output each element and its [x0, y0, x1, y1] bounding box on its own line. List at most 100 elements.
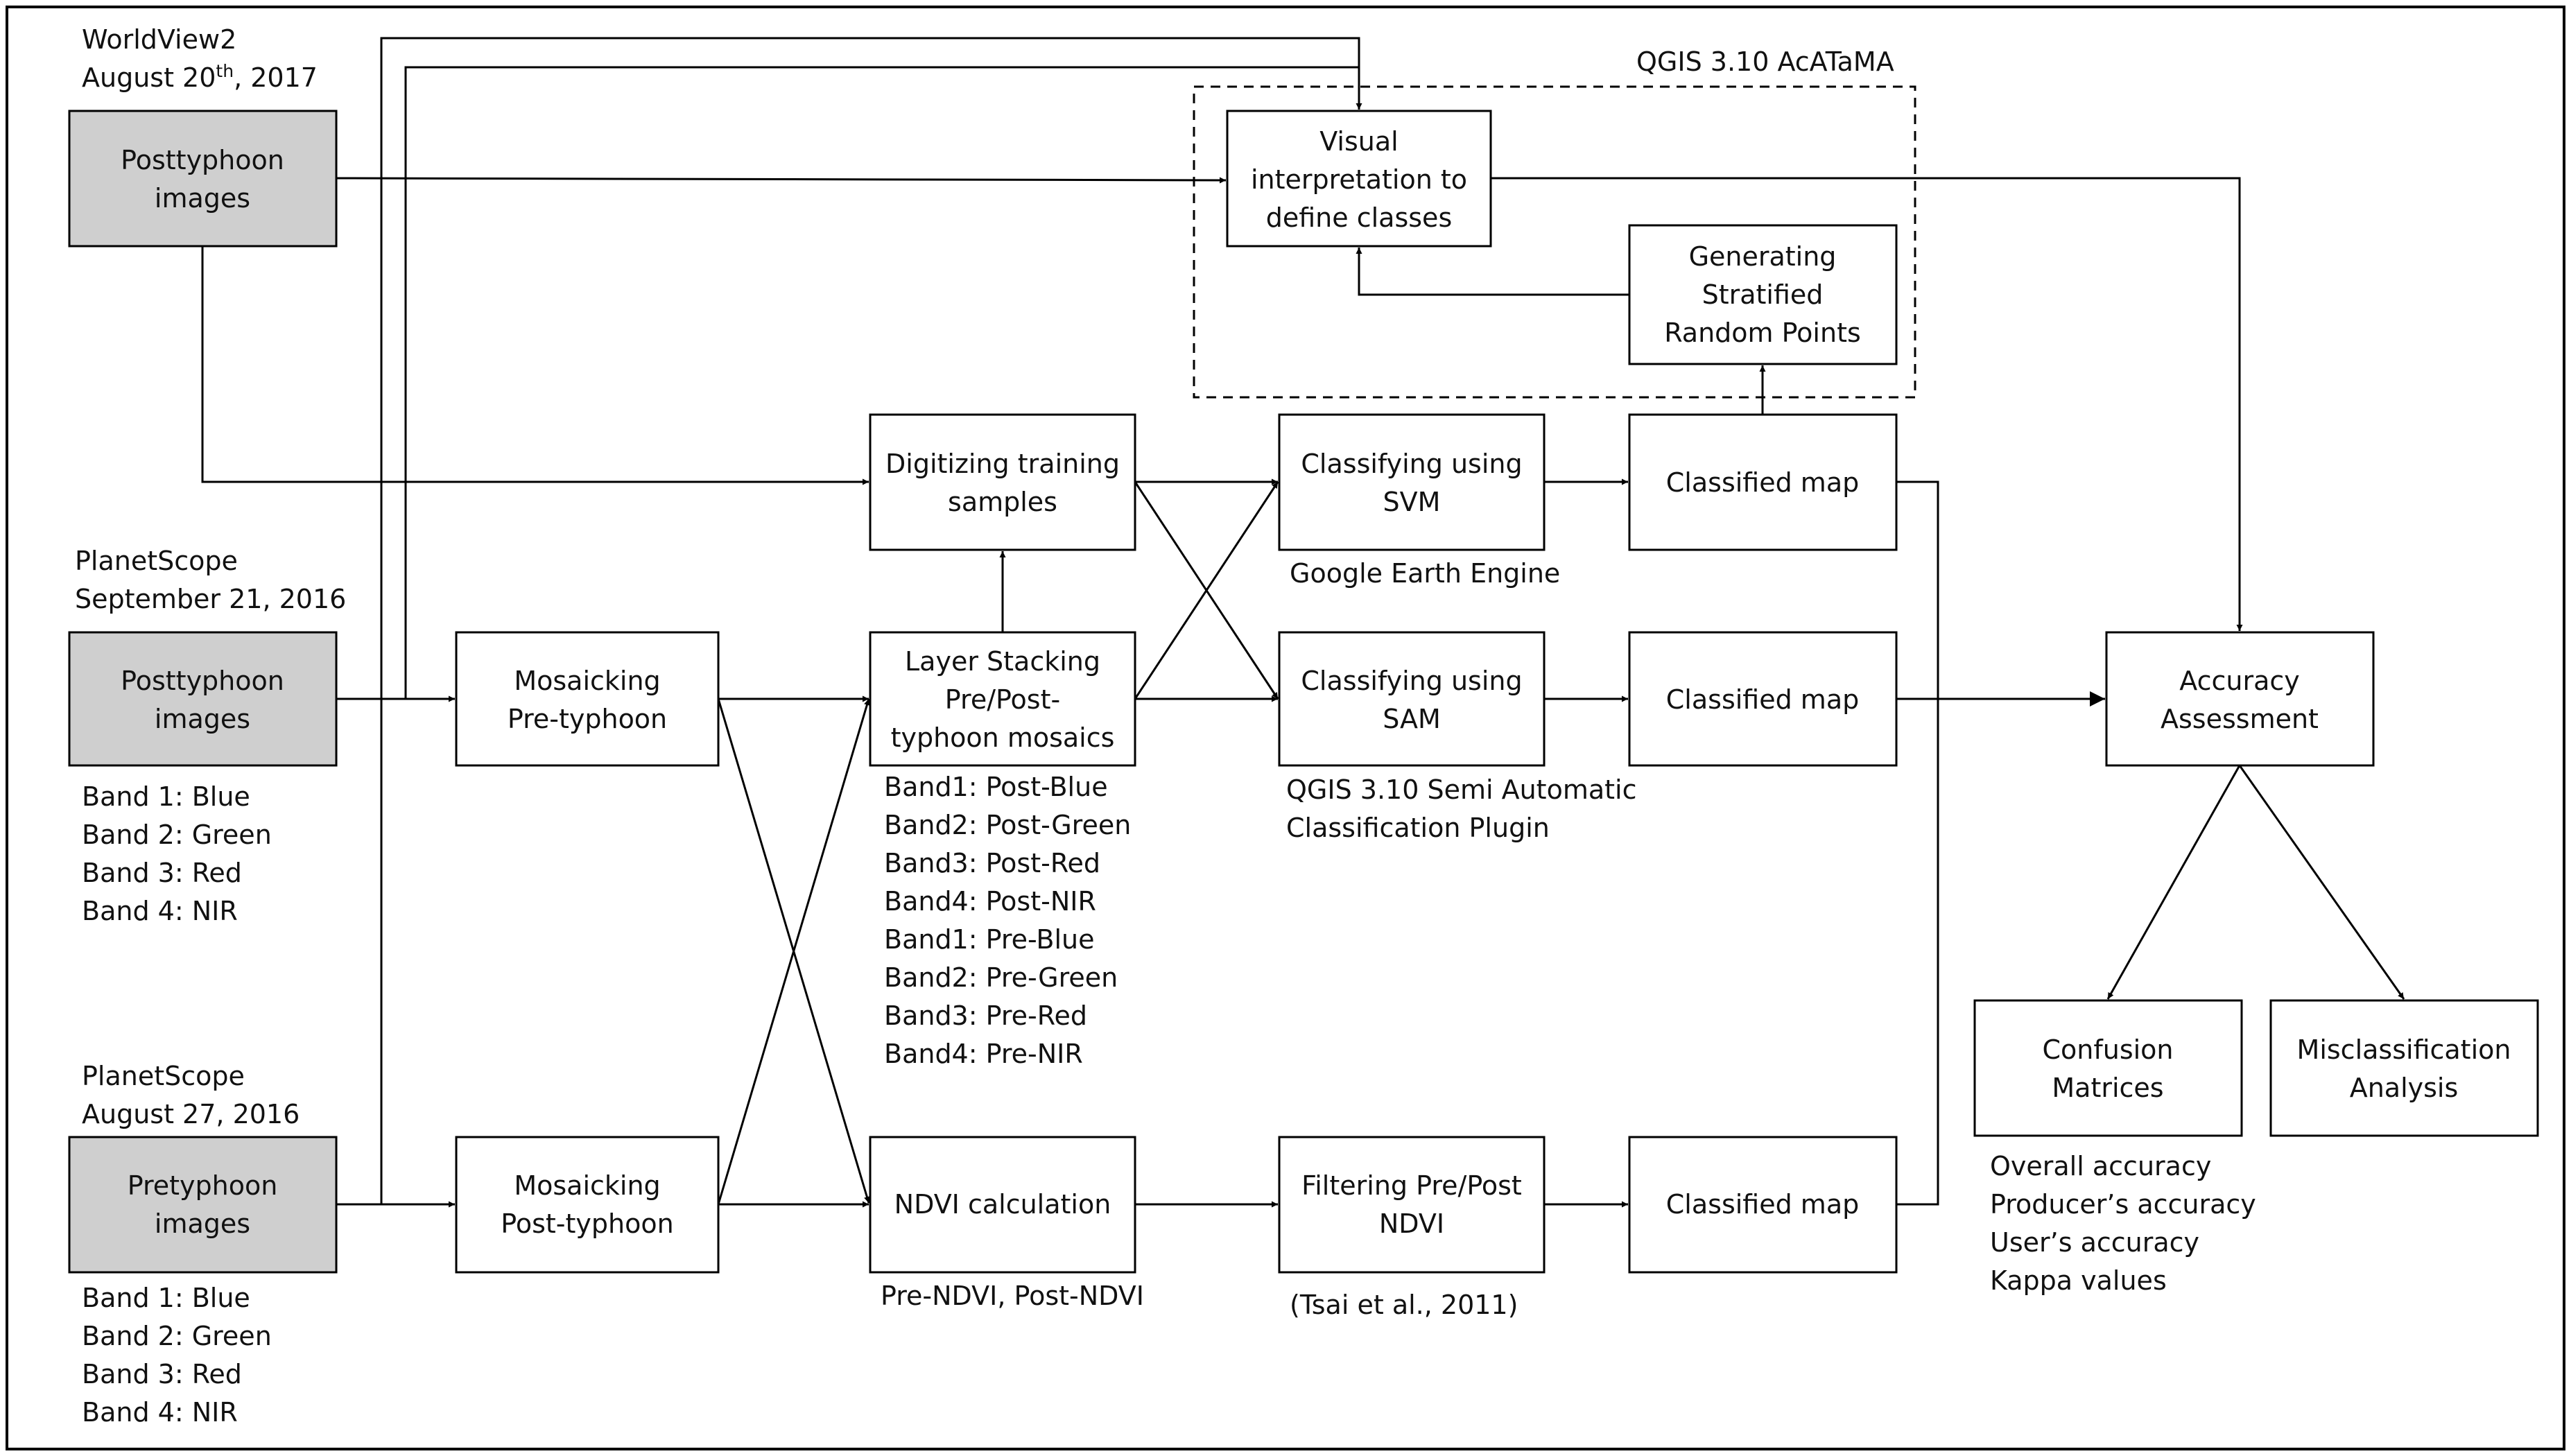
- svg-text:Mosaicking: Mosaicking: [514, 666, 660, 696]
- svg-text:Kappa values: Kappa values: [1990, 1265, 2167, 1296]
- svg-text:Band 1: Blue: Band 1: Blue: [82, 781, 250, 812]
- planet-sep-title: PlanetScope: [75, 546, 238, 576]
- svg-text:Generating: Generating: [1689, 241, 1837, 272]
- svg-text:Filtering Pre/Post: Filtering Pre/Post: [1301, 1170, 1522, 1201]
- svg-text:Band3: Post-Red: Band3: Post-Red: [884, 848, 1100, 878]
- svg-text:Assessment: Assessment: [2161, 704, 2319, 734]
- arrow-stack-to-svm: [1134, 481, 1279, 700]
- svg-text:define classes: define classes: [1266, 202, 1453, 233]
- arrow-visual-to-accuracy: [1491, 177, 2243, 631]
- worldview-title: WorldView2: [82, 24, 236, 55]
- filtering-box: Filtering Pre/Post NDVI: [1278, 1136, 1546, 1274]
- ndvi-outputs-label: Pre-NDVI, Post-NDVI: [881, 1281, 1144, 1311]
- classified-map-ndvi-box: Classified map: [1628, 1136, 1898, 1274]
- svg-text:images: images: [155, 183, 250, 214]
- svg-text:Layer Stacking: Layer Stacking: [905, 646, 1100, 677]
- accuracy-metrics-list: Overall accuracy Producer’s accuracy Use…: [1990, 1151, 2256, 1296]
- classified-map-sam-box: Classified map: [1628, 631, 1898, 767]
- svg-text:Classified map: Classified map: [1666, 684, 1859, 715]
- ndvi-box: NDVI calculation: [869, 1136, 1136, 1274]
- misclassification-box: Misclassification Analysis: [2269, 999, 2539, 1137]
- qgis-scp-label-line1: QGIS 3.10 Semi Automatic: [1286, 774, 1637, 805]
- svg-text:Band 2: Green: Band 2: Green: [82, 1321, 272, 1351]
- outer-frame: [6, 6, 2565, 1450]
- svg-text:User’s accuracy: User’s accuracy: [1990, 1227, 2199, 1258]
- svg-text:NDVI: NDVI: [1379, 1208, 1444, 1239]
- arrow-worldview-to-digitizing: [201, 246, 869, 485]
- classified-map-svm-box: Classified map: [1628, 413, 1898, 551]
- visual-interpretation-box: Visual interpretation to define classes: [1226, 110, 1492, 248]
- line-planet-post-to-visual: [336, 66, 1359, 700]
- svg-text:Posttyphoon: Posttyphoon: [121, 666, 284, 696]
- svg-text:Classified map: Classified map: [1666, 467, 1859, 498]
- confusion-matrices-box: Confusion Matrices: [1973, 999, 2243, 1137]
- svg-text:Producer’s accuracy: Producer’s accuracy: [1990, 1189, 2256, 1220]
- stratified-points-box: Generating Stratified Random Points: [1628, 224, 1898, 365]
- svg-text:Analysis: Analysis: [2350, 1073, 2459, 1103]
- svg-text:Band2: Pre-Green: Band2: Pre-Green: [884, 962, 1118, 993]
- svg-text:Band3: Pre-Red: Band3: Pre-Red: [884, 1000, 1087, 1031]
- line-map3-to-accuracy: [1896, 699, 1939, 1206]
- svg-text:Classifying using: Classifying using: [1301, 666, 1522, 696]
- qgis-scp-label-line2: Classification Plugin: [1286, 813, 1550, 843]
- svg-text:interpretation to: interpretation to: [1251, 164, 1467, 195]
- planet-pre-box: Pretyphoon images: [68, 1136, 338, 1274]
- svg-text:SAM: SAM: [1383, 704, 1441, 734]
- planet-sep-date: September 21, 2016: [75, 584, 346, 614]
- svg-text:Classifying using: Classifying using: [1301, 449, 1522, 479]
- svg-text:Band1: Post-Blue: Band1: Post-Blue: [884, 772, 1108, 802]
- line-map1-to-accuracy: [1896, 480, 1939, 699]
- svg-text:Band1: Pre-Blue: Band1: Pre-Blue: [884, 924, 1094, 955]
- arrow-stratified-to-visual: [1356, 248, 1629, 296]
- gee-label: Google Earth Engine: [1290, 558, 1560, 589]
- planet-post-box: Posttyphoon images: [68, 631, 338, 767]
- svg-text:NDVI calculation: NDVI calculation: [894, 1189, 1111, 1220]
- tsai-label: (Tsai et al., 2011): [1290, 1290, 1518, 1320]
- bands-post-list: Band 1: Blue Band 2: Green Band 3: Red B…: [82, 781, 272, 926]
- planet-aug-date: August 27, 2016: [82, 1099, 300, 1129]
- svm-box: Classifying using SVM: [1278, 413, 1546, 551]
- svg-text:Overall accuracy: Overall accuracy: [1990, 1151, 2211, 1181]
- mosaic-pre-box: Mosaicking Pre-typhoon: [455, 631, 720, 767]
- layer-stack-box: Layer Stacking Pre/Post- typhoon mosaics: [869, 631, 1136, 767]
- arrow-accuracy-to-misclass: [2238, 765, 2405, 1000]
- svg-text:Band4: Pre-NIR: Band4: Pre-NIR: [884, 1039, 1083, 1069]
- svg-text:Band 1: Blue: Band 1: Blue: [82, 1283, 250, 1313]
- svg-text:SVM: SVM: [1383, 487, 1441, 517]
- svg-text:Confusion: Confusion: [2042, 1034, 2173, 1065]
- svg-text:Classified map: Classified map: [1666, 1189, 1859, 1220]
- svg-text:Post-typhoon: Post-typhoon: [501, 1208, 673, 1239]
- stack-bands-list: Band1: Post-Blue Band2: Post-Green Band3…: [884, 772, 1131, 1069]
- planet-aug-title: PlanetScope: [82, 1061, 245, 1091]
- svg-text:Band 4: NIR: Band 4: NIR: [82, 896, 238, 926]
- svg-text:Random Points: Random Points: [1664, 318, 1861, 348]
- worldview-date: August 20th, 2017: [82, 61, 318, 93]
- svg-text:typhoon mosaics: typhoon mosaics: [891, 722, 1115, 753]
- line-planet-pre-to-visual: [336, 37, 1362, 1206]
- svg-text:Posttyphoon: Posttyphoon: [121, 145, 284, 175]
- svg-text:Accuracy: Accuracy: [2179, 666, 2300, 696]
- svg-text:Digitizing training: Digitizing training: [885, 449, 1120, 479]
- bands-pre-list: Band 1: Blue Band 2: Green Band 3: Red B…: [82, 1283, 272, 1428]
- svg-text:Band 2: Green: Band 2: Green: [82, 820, 272, 850]
- svg-text:Mosaicking: Mosaicking: [514, 1170, 660, 1201]
- mosaic-post-box: Mosaicking Post-typhoon: [455, 1136, 720, 1274]
- svg-text:Matrices: Matrices: [2052, 1073, 2163, 1103]
- svg-text:Band 4: NIR: Band 4: NIR: [82, 1397, 238, 1428]
- arrow-accuracy-to-confusion: [2106, 765, 2241, 1000]
- svg-text:Band 3: Red: Band 3: Red: [82, 1359, 242, 1389]
- acatama-label: QGIS 3.10 AcATaMA: [1636, 46, 1894, 77]
- digitizing-box: Digitizing training samples: [869, 413, 1136, 551]
- svg-text:Band4: Post-NIR: Band4: Post-NIR: [884, 886, 1096, 917]
- accuracy-assessment-box: Accuracy Assessment: [2105, 631, 2375, 767]
- svg-text:Band 3: Red: Band 3: Red: [82, 858, 242, 888]
- worldview-post-box: Posttyphoon images: [68, 110, 338, 248]
- svg-text:Band2: Post-Green: Band2: Post-Green: [884, 810, 1131, 840]
- svg-text:Pre/Post-: Pre/Post-: [945, 684, 1060, 715]
- connectors: [201, 37, 2405, 1208]
- svg-text:images: images: [155, 704, 250, 734]
- sam-box: Classifying using SAM: [1278, 631, 1546, 767]
- svg-text:Visual: Visual: [1319, 126, 1398, 157]
- svg-text:samples: samples: [948, 487, 1057, 517]
